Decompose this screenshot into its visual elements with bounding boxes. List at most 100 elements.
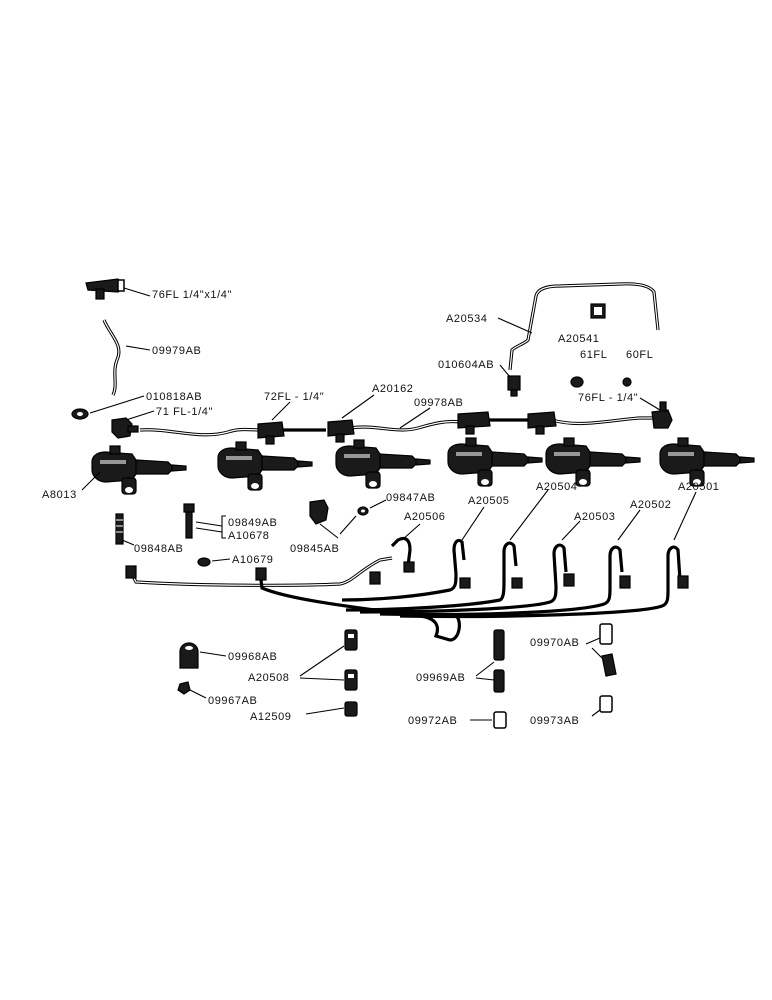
label-09969ab: 09969AB [416,672,465,684]
leader-a10679 [211,558,231,562]
leader-76fl-tee [123,287,151,297]
leader-a20501 [673,491,697,541]
leader-010818ab [89,395,145,414]
leader-a20505 [461,506,485,541]
clip-09970ab [599,623,617,677]
bracket-09849ab [221,515,226,539]
label-09978ab: 09978AB [414,397,463,409]
leader-a20534 [497,317,533,334]
leader-09967ab [189,689,207,699]
leader-a20504 [509,489,549,541]
label-a20504: A20504 [536,481,578,493]
sleeve-09973ab [599,695,613,713]
leader-09848ab [121,539,135,546]
leader-09845ab [319,515,357,539]
leader-a12509 [305,707,345,715]
leader-a20506 [401,523,421,541]
washer-010818ab [71,408,89,420]
leader-09973ab [591,709,601,717]
leader-010604ab [499,364,511,378]
leader-a8013 [81,471,101,491]
label-76fl-14: 76FL - 1/4" [578,392,638,404]
bolt-09849ab [183,503,195,539]
sleeve-09969ab-2 [493,669,505,693]
label-a20502: A20502 [630,499,672,511]
label-a20508: A20508 [248,672,290,684]
label-010604ab: 010604AB [438,359,494,371]
leader-76fl-14 [639,397,661,411]
label-a20505: A20505 [468,495,510,507]
injector-a8013-1 [91,445,187,495]
injector-6 [659,437,755,487]
callout-labels: 76FL 1/4"x1/4" 09979AB 010818AB 71 FL-1/… [42,289,720,727]
return-line-09978ab [139,416,654,437]
line-nuts [125,561,689,589]
leader-09969ab [475,661,495,681]
leader-a20162 [341,394,375,419]
leader-72fl [271,401,291,421]
label-a20503: A20503 [574,511,616,523]
label-a10678: A10678 [228,530,270,542]
label-a12509: A12509 [250,711,292,723]
tee-fitting-5 [527,411,557,435]
leader-09978ab [399,407,431,429]
sleeve-a12509 [344,701,358,717]
label-a10679: A10679 [232,554,274,566]
leader-09970ab [585,637,605,661]
label-72fl: 72FL - 1/4" [264,391,324,403]
sleeve-09969ab-1 [493,629,505,661]
nut-a20541 [590,303,606,319]
injector-5 [545,437,641,487]
elbow-71fl [111,417,139,439]
label-09972ab: 09972AB [408,715,457,727]
label-a20162: A20162 [372,383,414,395]
leader-09847ab [369,499,387,509]
leader-71fl [125,410,155,421]
sleeve-61fl [570,376,584,388]
label-76fl-tee: 76FL 1/4"x1/4" [152,289,232,301]
label-09847ab: 09847AB [386,492,435,504]
label-a8013: A8013 [42,489,77,501]
tee-fitting-4 [457,411,491,435]
sleeve-09972ab [493,711,507,729]
injection-lines [128,536,682,642]
sleeve-a20508-2 [344,669,358,691]
label-a20506: A20506 [404,511,446,523]
label-09979ab: 09979AB [152,345,201,357]
tee-72fl [257,421,285,445]
washer-a10679 [197,557,211,567]
label-09848ab: 09848AB [134,543,183,555]
injector-4 [447,437,543,487]
label-61fl: 61FL [580,349,607,361]
label-09970ab: 09970AB [530,637,579,649]
label-a20501: A20501 [678,481,720,493]
tee-a20162 [327,419,355,443]
elbow-76fl-14 [651,401,673,429]
label-60fl: 60FL [626,349,653,361]
label-09973ab: 09973AB [530,715,579,727]
overflow-line-a20534 [508,282,660,371]
cap-09968ab [179,642,199,669]
stud-09848ab [115,513,124,545]
injector-2 [217,441,313,491]
label-71fl: 71 FL-1/4" [156,406,213,418]
nut-60fl [622,377,632,387]
label-010818ab: 010818AB [146,391,202,403]
nut-09845ab [309,499,329,525]
injector-3 [335,439,431,489]
label-09967ab: 09967AB [208,695,257,707]
tee-fitting-76fl [85,278,125,300]
leader-09968ab [199,651,227,657]
sleeve-a20508-1 [344,629,358,651]
cap-09967ab [177,681,191,695]
tube-09979ab [102,319,121,396]
label-09968ab: 09968AB [228,651,277,663]
leader-a20508 [299,645,345,681]
connector-010604ab [507,375,521,397]
label-a20541: A20541 [558,333,600,345]
label-a20534: A20534 [446,313,488,325]
washer-09847ab [357,506,369,516]
label-09849ab: 09849AB [228,517,277,529]
